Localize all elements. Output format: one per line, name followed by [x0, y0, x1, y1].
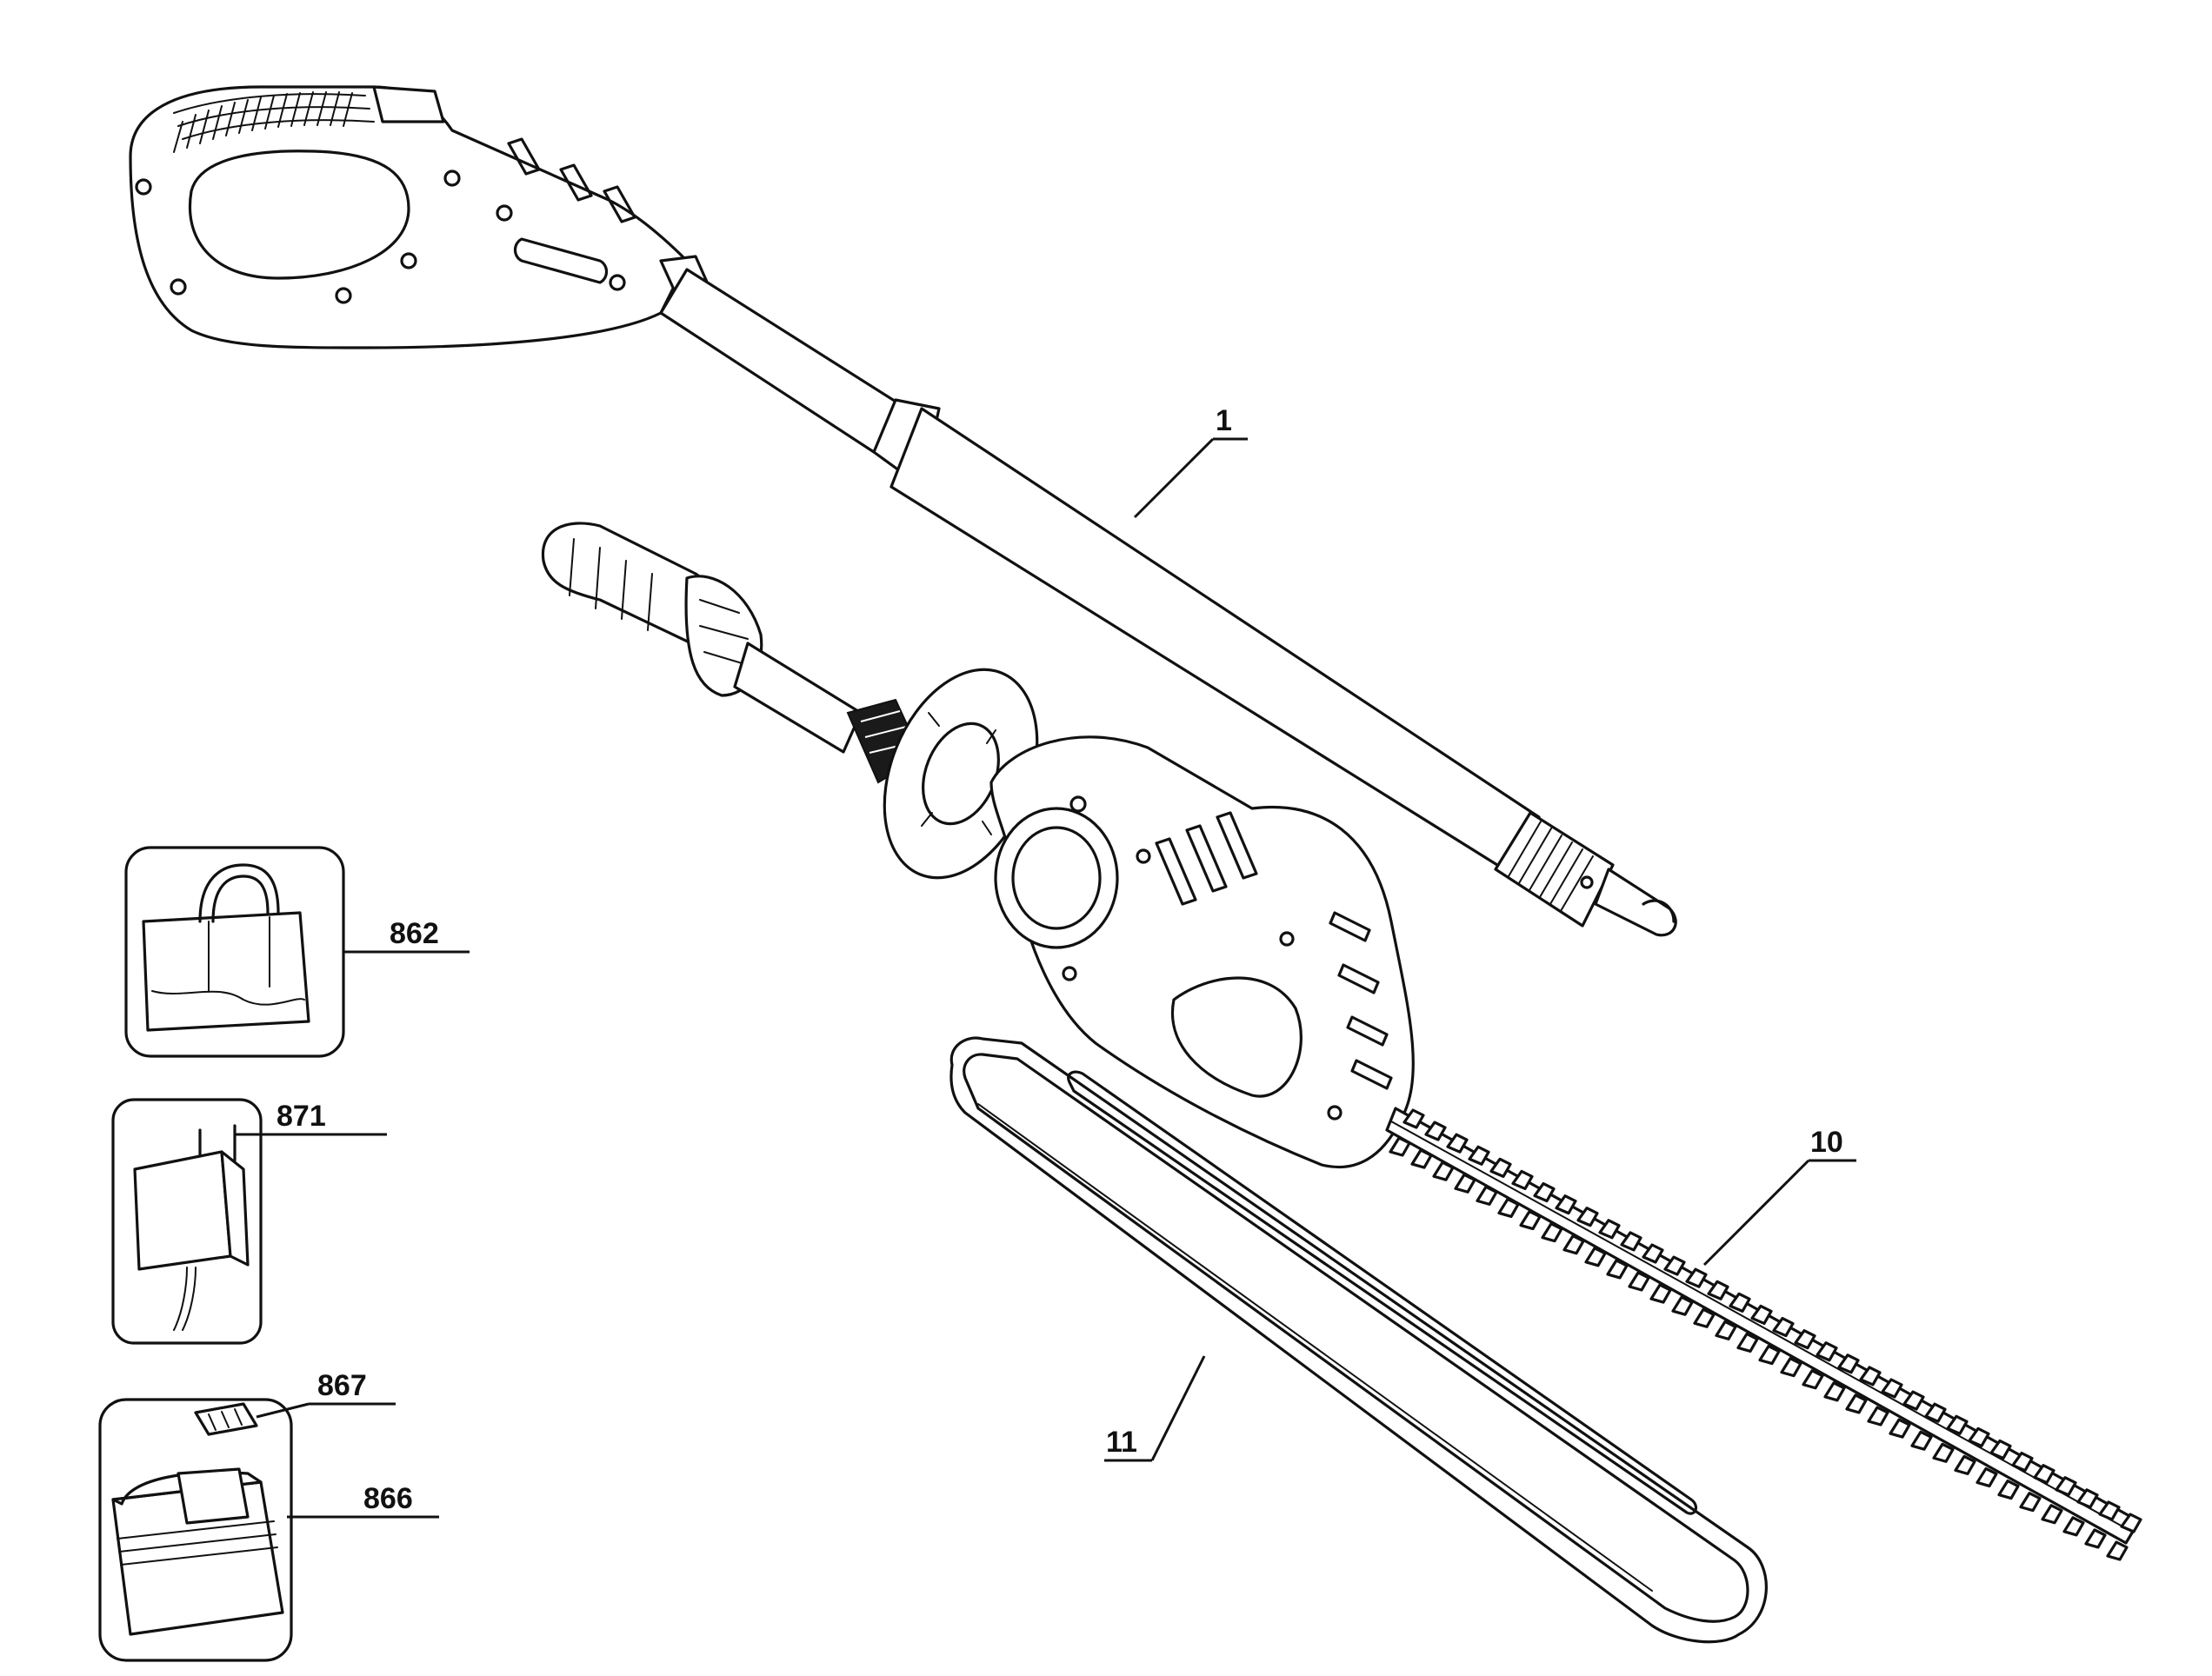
blade-tooth-upper: [1729, 1292, 1751, 1313]
callout-label-862: 862: [390, 917, 439, 950]
blade-tooth-upper: [1750, 1304, 1773, 1326]
blade-tooth-lower: [2084, 1528, 2107, 1549]
blade-tooth-lower: [2019, 1492, 2042, 1513]
blade-teeth: [1389, 1108, 2142, 1561]
blade-tooth-lower: [1975, 1466, 1998, 1488]
callout-label-866: 866: [363, 1482, 413, 1515]
blade-tooth-upper: [1924, 1402, 1947, 1423]
callout-1: 1: [1133, 404, 1248, 519]
callout-10: 10: [1702, 1126, 1856, 1267]
blade-tooth-upper: [1881, 1378, 1903, 1399]
blade-tooth-lower: [1910, 1430, 1933, 1451]
motor-housing-assembly: [541, 522, 1415, 1169]
blade-tooth-upper: [1642, 1243, 1664, 1264]
blade-tooth-lower: [1758, 1344, 1781, 1366]
blade-tooth-lower: [1432, 1161, 1455, 1181]
blade-tooth-upper: [1837, 1353, 1860, 1374]
blade-tooth-lower: [1541, 1222, 1563, 1243]
blade-tooth-lower: [1454, 1173, 1476, 1194]
blade-tooth-lower: [1671, 1295, 1694, 1316]
blade-tooth-upper: [1859, 1366, 1882, 1387]
blade-tooth-upper: [1707, 1280, 1729, 1300]
blade-tooth-upper: [1794, 1329, 1816, 1350]
blade-tooth-upper: [1772, 1316, 1795, 1338]
blade-tooth-upper: [1533, 1181, 1556, 1203]
blade-tooth-lower: [1736, 1332, 1759, 1353]
callout-label-867: 867: [317, 1369, 367, 1402]
blade-tooth-upper: [1902, 1390, 1925, 1411]
callout-11: 11: [1104, 1355, 1206, 1462]
blade-tooth-upper: [1402, 1108, 1425, 1129]
blade-tooth-upper: [1446, 1133, 1469, 1154]
blade-tooth-upper: [1989, 1439, 2012, 1460]
blade-tooth-upper: [1468, 1145, 1490, 1166]
blade-tooth-lower: [1410, 1148, 1433, 1169]
blade-tooth-upper: [2011, 1451, 2034, 1473]
blade-tooth-lower: [2106, 1540, 2129, 1561]
callout-866: 866: [287, 1482, 439, 1519]
callout-label-871: 871: [276, 1100, 326, 1133]
blade-tooth-lower: [1606, 1259, 1629, 1280]
blade-tooth-lower: [1802, 1369, 1824, 1390]
blade-tooth-upper: [2076, 1488, 2099, 1509]
blade-tooth-upper: [1511, 1169, 1534, 1191]
blade-tooth-lower: [1997, 1479, 2020, 1500]
blade-tooth-lower: [1649, 1283, 1672, 1304]
blade-tooth-upper: [1946, 1414, 1969, 1435]
blade-tooth-lower: [1389, 1136, 1411, 1157]
blade-tooth-lower: [1932, 1442, 1955, 1463]
blade-tooth-upper: [1555, 1194, 1577, 1215]
callout-867: 867: [256, 1369, 396, 1419]
blade-tooth-upper: [1968, 1427, 1990, 1447]
blade-tooth-upper: [1576, 1207, 1599, 1227]
blade-tooth-upper: [1489, 1157, 1512, 1178]
blade-tooth-lower: [1476, 1185, 1498, 1206]
cutting-blade: [1385, 1107, 2142, 1561]
callout-label-10: 10: [1810, 1126, 1843, 1159]
blade-tooth-upper: [2033, 1464, 2055, 1485]
blade-tooth-upper: [2055, 1476, 2077, 1497]
blade-tooth-lower: [1693, 1307, 1716, 1328]
bag-accessory: [124, 846, 345, 1058]
blade-tooth-lower: [2041, 1504, 2063, 1525]
blade-tooth-lower: [1954, 1454, 1976, 1475]
blade-tooth-lower: [1780, 1357, 1802, 1378]
blade-tooth-lower: [1628, 1271, 1650, 1292]
blade-tooth-lower: [1584, 1247, 1607, 1267]
callout-label-1: 1: [1216, 404, 1232, 437]
battery-accessory: [98, 1398, 293, 1662]
blade-tooth-upper: [1685, 1267, 1708, 1288]
blade-tooth-lower: [1889, 1418, 1911, 1439]
callout-871: 871: [235, 1100, 387, 1136]
blade-tooth-upper: [1663, 1255, 1686, 1276]
blade-sheath: [949, 1036, 1768, 1644]
callout-862: 862: [343, 917, 470, 954]
blade-tooth-lower: [1562, 1234, 1585, 1255]
blade-tooth-upper: [1424, 1121, 1447, 1141]
blade-tooth-upper: [1598, 1219, 1621, 1240]
callout-label-11: 11: [1106, 1426, 1137, 1459]
blade-tooth-upper: [1816, 1341, 1838, 1362]
blade-tooth-upper: [2098, 1500, 2121, 1521]
blade-tooth-lower: [1823, 1381, 1846, 1402]
blade-tooth-lower: [1497, 1197, 1520, 1219]
handle-pole-assembly: [129, 85, 1677, 937]
blade-tooth-lower: [1519, 1209, 1542, 1231]
blade-tooth-lower: [2062, 1516, 2085, 1537]
charger-accessory: [111, 1098, 263, 1345]
blade-tooth-lower: [1845, 1393, 1868, 1414]
blade-tooth-lower: [1867, 1406, 1889, 1427]
blade-tooth-upper: [2120, 1513, 2142, 1533]
blade-tooth-upper: [1620, 1231, 1642, 1252]
blade-tooth-lower: [1715, 1320, 1737, 1340]
